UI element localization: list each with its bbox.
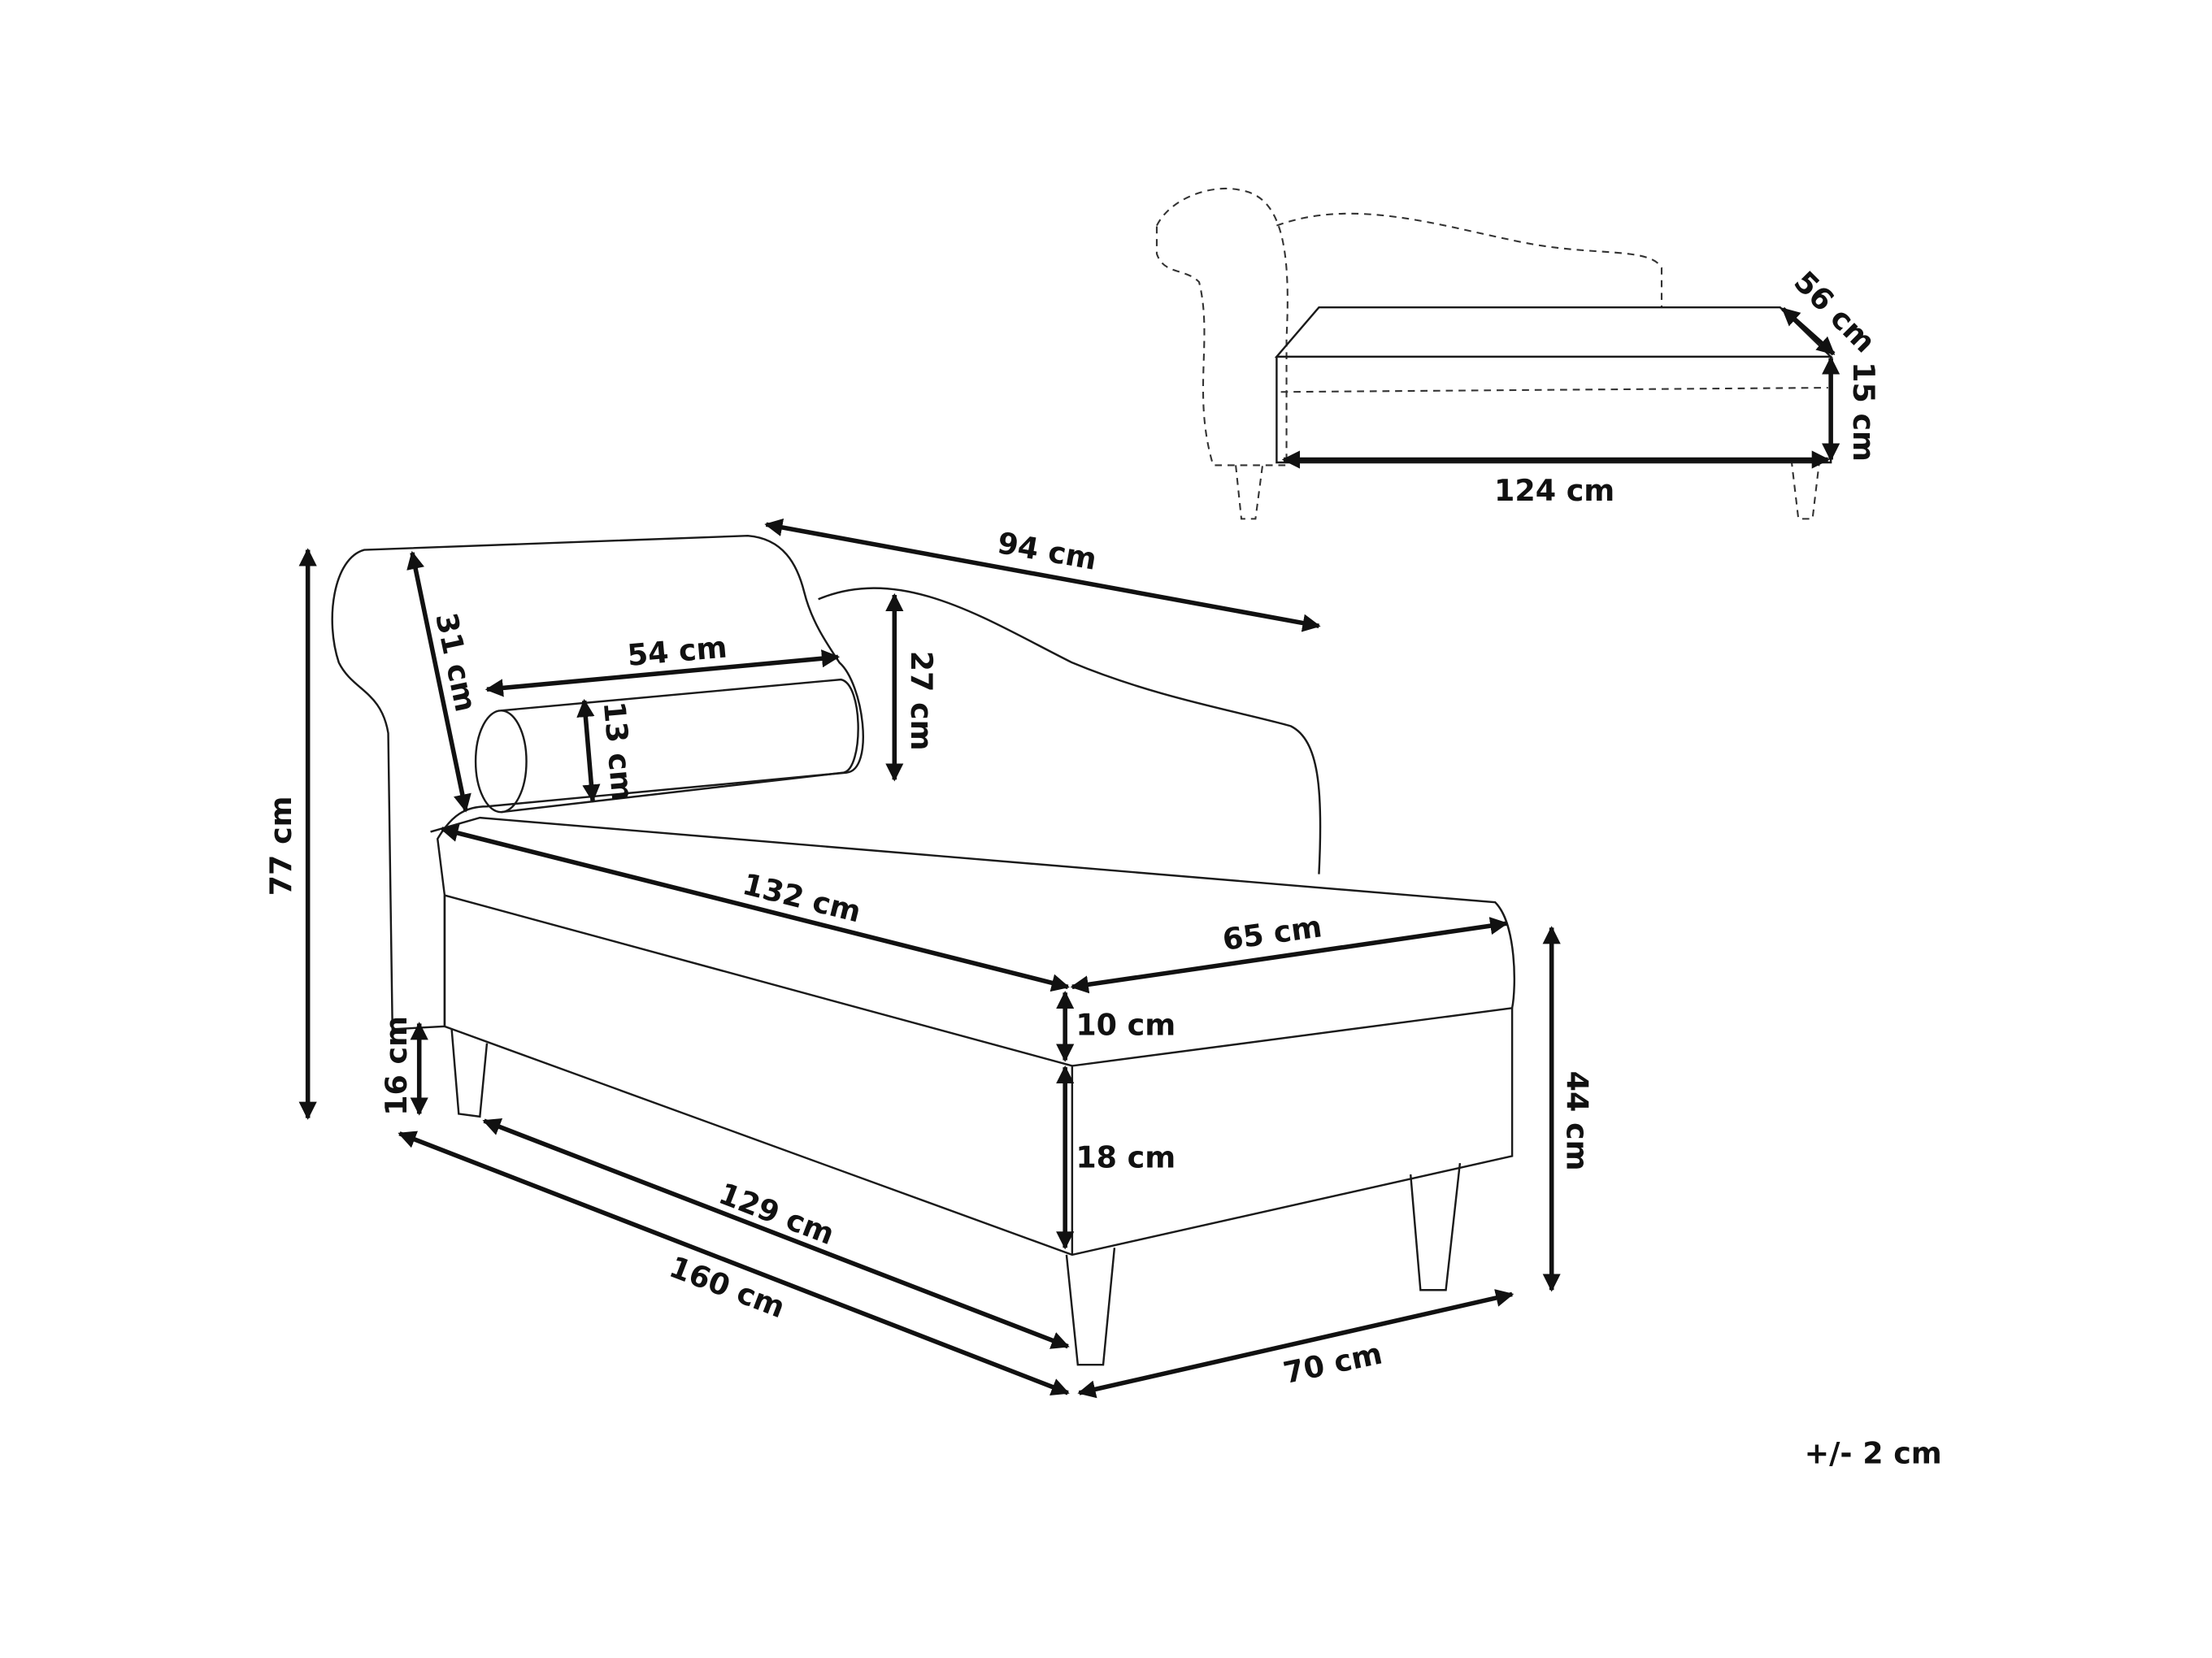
label-leg-height: 16 cm xyxy=(379,1016,414,1116)
tolerance-note: +/- 2 cm xyxy=(1805,1436,1942,1471)
dim-arrow-seat-length xyxy=(440,824,1070,992)
dim-arrow-total-length xyxy=(398,1131,1070,1395)
dim-arrow-bolster-diameter xyxy=(576,698,601,803)
label-base-length: 129 cm xyxy=(714,1176,839,1252)
label-base-height: 18 cm xyxy=(1076,1139,1176,1174)
label-storage-height: 15 cm xyxy=(1846,362,1881,462)
label-total-height: 77 cm xyxy=(263,796,298,896)
label-backrest-height: 27 cm xyxy=(904,651,939,751)
dim-arrow-storage-depth xyxy=(1781,306,1836,356)
label-storage-depth: 56 cm xyxy=(1787,264,1882,359)
label-bolster-diameter: 13 cm xyxy=(597,700,641,802)
label-storage-length: 124 cm xyxy=(1494,473,1614,508)
dim-arrow-total-width xyxy=(1077,1289,1515,1399)
label-seat-height: 44 cm xyxy=(1560,1071,1595,1171)
dim-arrow-armrest-height xyxy=(406,550,472,813)
dim-arrow-seat-width xyxy=(1070,917,1509,994)
dim-arrow-bolster-length xyxy=(485,649,841,697)
storage-inset-drawing xyxy=(1155,187,1834,520)
dim-arrow-total-depth xyxy=(764,518,1321,632)
label-bolster-length: 54 cm xyxy=(626,629,728,673)
label-cushion-height: 10 cm xyxy=(1076,1007,1176,1042)
